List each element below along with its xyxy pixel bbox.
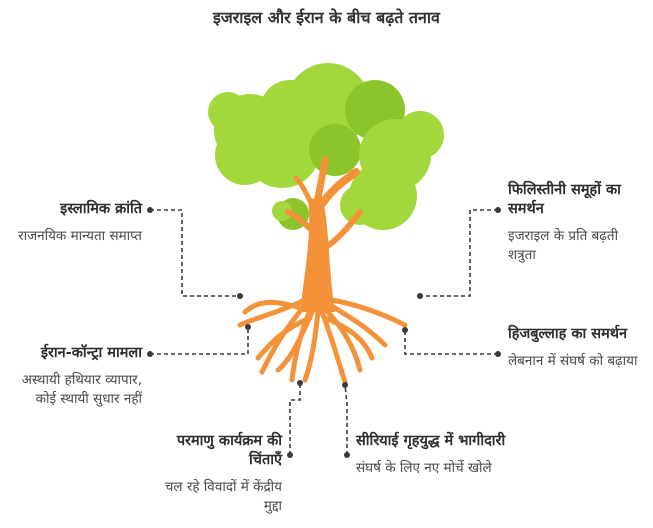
label-iran-contra: ईरान-कॉन्ट्रा मामला अस्थायी हथियार व्याप… — [4, 344, 142, 409]
iran-contra-description: अस्थायी हथियार व्यापार, कोई स्थायी सुधार… — [21, 372, 142, 407]
tree-roots — [237, 297, 408, 385]
palestinian-support-heading: फिलिस्तीनी समूहों का समर्थन — [508, 182, 621, 217]
iran-contra-heading: ईरान-कॉन्ट्रा मामला — [40, 345, 142, 361]
hezbollah-support-description: लेबनान में संघर्ष को बढ़ाया — [508, 353, 638, 369]
syria-civil-war-heading: सीरियाई गृहयुद्ध में भागीदारी — [356, 433, 506, 449]
connector-dots — [147, 207, 501, 458]
label-syria-civil-war: सीरियाई गृहयुद्ध में भागीदारी संघर्ष के … — [356, 432, 506, 478]
islamic-revolution-heading: इस्लामिक क्रांति — [60, 201, 142, 217]
syria-civil-war-description: संघर्ष के लिए नए मोर्चे खोले — [356, 460, 492, 476]
nuclear-program-heading: परमाणु कार्यक्रम की चिंताएँ — [176, 433, 282, 468]
connectors — [150, 209, 498, 455]
nuclear-program-description: चल रहे विवादों में केंद्रीय मुद्दा — [164, 479, 282, 514]
label-palestinian-support: फिलिस्तीनी समूहों का समर्थन इजराइल के प्… — [508, 181, 648, 265]
hezbollah-support-heading: हिजबुल्लाह का समर्थन — [508, 326, 628, 342]
diagram-title: इजराइल और ईरान के बीच बढ़ते तनाव — [213, 8, 440, 27]
label-hezbollah-support: हिजबुल्लाह का समर्थन लेबनान में संघर्ष क… — [508, 325, 648, 371]
tree-trunk — [285, 156, 363, 312]
islamic-revolution-description: राजनयिक मान्यता समाप्त — [18, 228, 142, 244]
tree-foliage — [208, 63, 444, 230]
label-islamic-revolution: इस्लामिक क्रांति राजनयिक मान्यता समाप्त — [8, 200, 142, 246]
palestinian-support-description: इजराइल के प्रति बढ़ती शत्रुता — [508, 228, 619, 263]
label-nuclear-program: परमाणु कार्यक्रम की चिंताएँ चल रहे विवाद… — [150, 432, 282, 516]
